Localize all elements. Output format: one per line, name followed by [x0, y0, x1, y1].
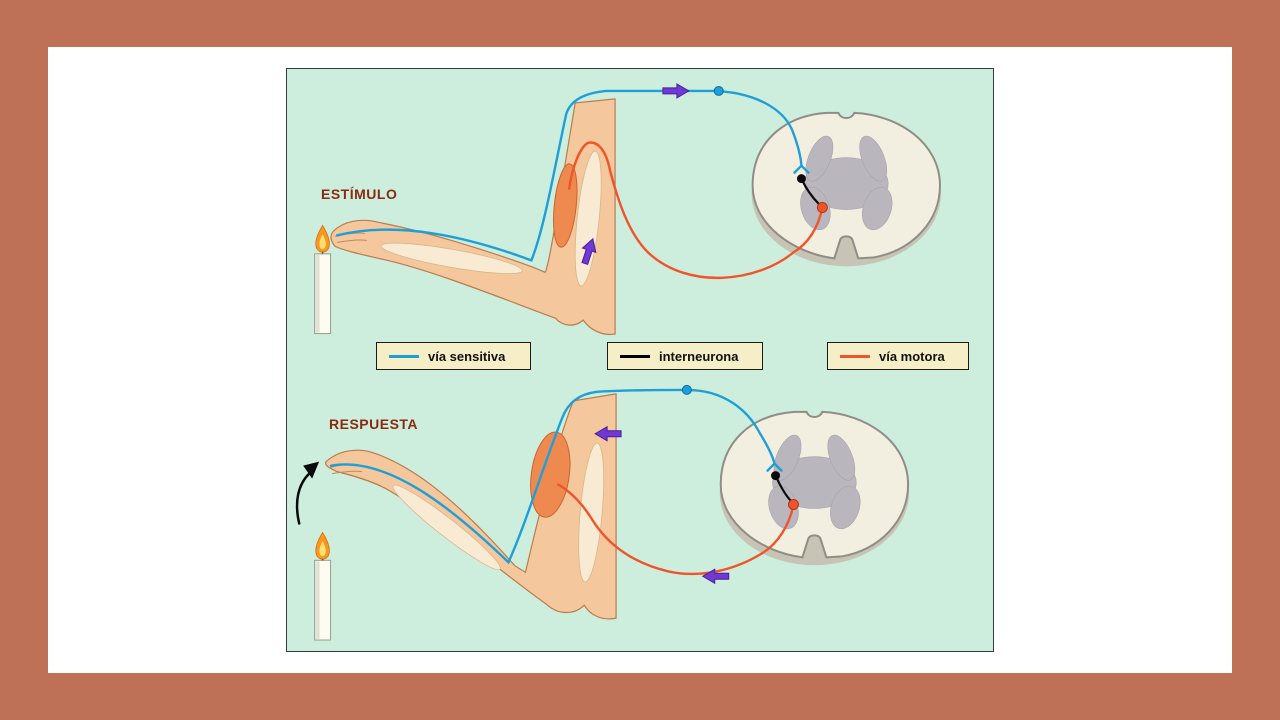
motor-soma-stimulus — [816, 202, 828, 214]
candle-stimulus — [314, 224, 332, 335]
candle-response — [314, 531, 332, 641]
sensory-node-response — [681, 384, 692, 395]
sensory-node-stimulus — [713, 85, 724, 96]
gray-ventral-right-response — [830, 485, 861, 530]
motor-path-response — [557, 483, 795, 576]
interneuron-soma-response — [771, 471, 781, 481]
response-scene — [295, 384, 910, 641]
arm-response — [325, 393, 617, 620]
signal-arrow-right-icon — [662, 83, 690, 99]
forearm-bone-stimulus — [380, 242, 523, 275]
arm-silhouette-stimulus — [330, 98, 616, 336]
reflex-arc-diagram-panel: ESTÍMULO RESPUESTA vía sensitiva interne… — [286, 68, 994, 652]
candle-shade-response — [315, 561, 320, 640]
spinal-cord-response — [719, 410, 910, 566]
cord-gray-matter-stimulus — [800, 135, 893, 231]
sensory-terminal-fork-stimulus — [793, 164, 810, 174]
motor-line-swatch — [840, 354, 870, 358]
sensory-path-stimulus — [335, 89, 803, 262]
cord-gray-matter-response — [768, 434, 861, 530]
movement-arrow-shaft — [295, 472, 311, 525]
gray-ventral-left-stimulus — [800, 186, 831, 231]
legend-item-interneuron: interneurona — [607, 342, 763, 370]
legend-label-sensory: vía sensitiva — [428, 348, 506, 364]
forearm-bone-response — [392, 484, 501, 571]
upperarm-bone-stimulus — [574, 150, 602, 287]
movement-arrow-icon — [295, 461, 320, 525]
legend-label-motor: vía motora — [879, 348, 945, 364]
legend-item-motor: vía motora — [827, 342, 969, 370]
reflex-arc-illustration — [295, 83, 941, 641]
interneuron-line-swatch — [620, 354, 650, 358]
upperarm-bone-response — [578, 442, 605, 583]
spinal-cord-stimulus — [751, 111, 941, 267]
flame-inner-response — [319, 541, 326, 557]
signal-arrow-left-arm-icon — [594, 425, 622, 442]
biceps-muscle-stimulus — [553, 163, 578, 248]
gray-dorsal-right-stimulus — [859, 135, 888, 182]
interneuron-soma-stimulus — [796, 174, 806, 184]
motor-path-stimulus — [568, 141, 824, 279]
legend-label-interneuron: interneurona — [659, 348, 739, 364]
gray-ventral-right-stimulus — [861, 186, 893, 231]
gray-dorsal-right-response — [827, 434, 856, 481]
sensory-line-swatch — [389, 354, 419, 358]
gray-dorsal-left-stimulus — [805, 135, 834, 182]
arm-silhouette-response — [325, 393, 617, 620]
candle-shade-stimulus — [315, 254, 320, 333]
signal-arrow-left-bottom-icon — [701, 568, 730, 585]
sensory-path-response — [329, 388, 776, 565]
movement-arrow-head — [303, 461, 320, 479]
legend-item-sensory: vía sensitiva — [376, 342, 531, 370]
stimulus-label: ESTÍMULO — [321, 186, 398, 202]
flame-inner-stimulus — [319, 234, 326, 250]
signal-arrow-up-arm-icon — [581, 237, 597, 266]
arm-stimulus — [330, 98, 616, 336]
stimulus-scene — [314, 83, 941, 336]
sensory-terminal-fork-response — [766, 462, 783, 472]
response-label: RESPUESTA — [329, 416, 419, 432]
motor-soma-response — [787, 499, 799, 510]
slide-card: ESTÍMULO RESPUESTA vía sensitiva interne… — [48, 47, 1232, 673]
